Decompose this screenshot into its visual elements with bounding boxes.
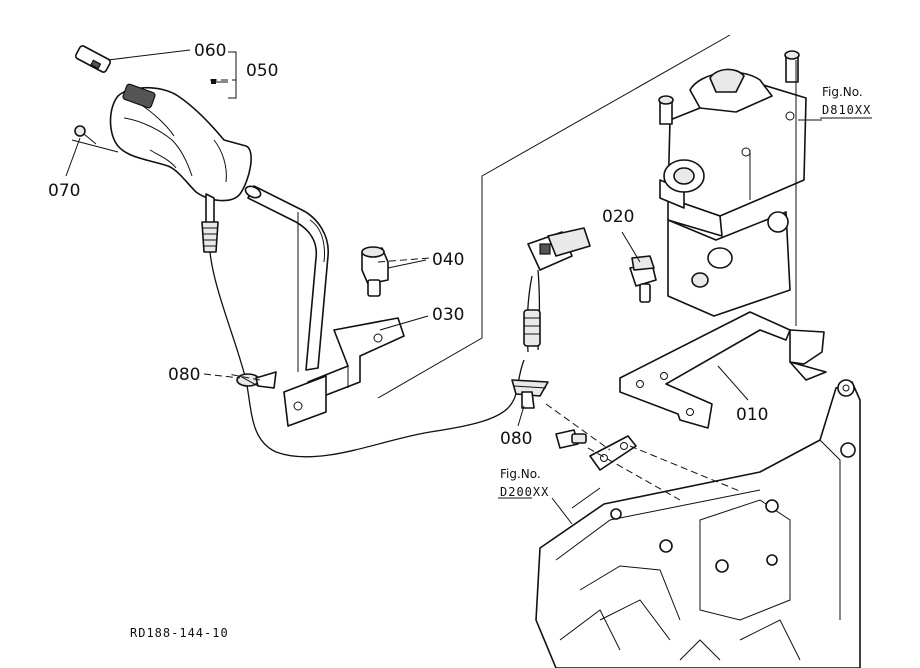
clamp-080-right [511, 379, 549, 409]
fig-ref-upper-prefix: Fig.No. [822, 85, 863, 99]
fig-ref-upper-code: D810XX [822, 103, 871, 117]
callout-080-left: 080 [168, 365, 200, 385]
callout-040: 040 [432, 250, 464, 270]
fig-ref-lower-code: D200XX [500, 485, 549, 499]
callout-labels: 060 050 070 040 030 080 080 020 010 [48, 41, 768, 449]
figure-reference-upper: Fig.No. D810XX [820, 85, 872, 119]
alignment-lines [210, 79, 743, 501]
bolt-020 [629, 255, 657, 303]
transmission-case [535, 379, 861, 668]
fig-ref-lower-prefix: Fig.No. [500, 467, 541, 481]
clamp-080-left [236, 371, 277, 389]
lever-shaft [244, 185, 329, 372]
callout-080-right: 080 [500, 429, 532, 449]
callout-020: 020 [602, 207, 634, 227]
bracket-030 [283, 317, 405, 427]
connector-assembly [523, 227, 591, 347]
plate-010 [619, 60, 827, 429]
callout-030: 030 [432, 305, 464, 325]
plug-040 [361, 246, 389, 297]
leader-lines [65, 49, 822, 525]
callout-010: 010 [736, 405, 768, 425]
control-valve [658, 50, 807, 317]
callout-070: 070 [48, 181, 80, 201]
callout-060: 060 [194, 41, 226, 61]
panel-boundary [377, 34, 731, 399]
drawing-code: RD188-144-10 [130, 626, 229, 640]
lever-knob-assembly [74, 45, 252, 253]
figure-reference-lower: Fig.No. D200XX [500, 467, 549, 499]
mounting-stay [555, 429, 637, 471]
callout-050: 050 [246, 61, 278, 81]
